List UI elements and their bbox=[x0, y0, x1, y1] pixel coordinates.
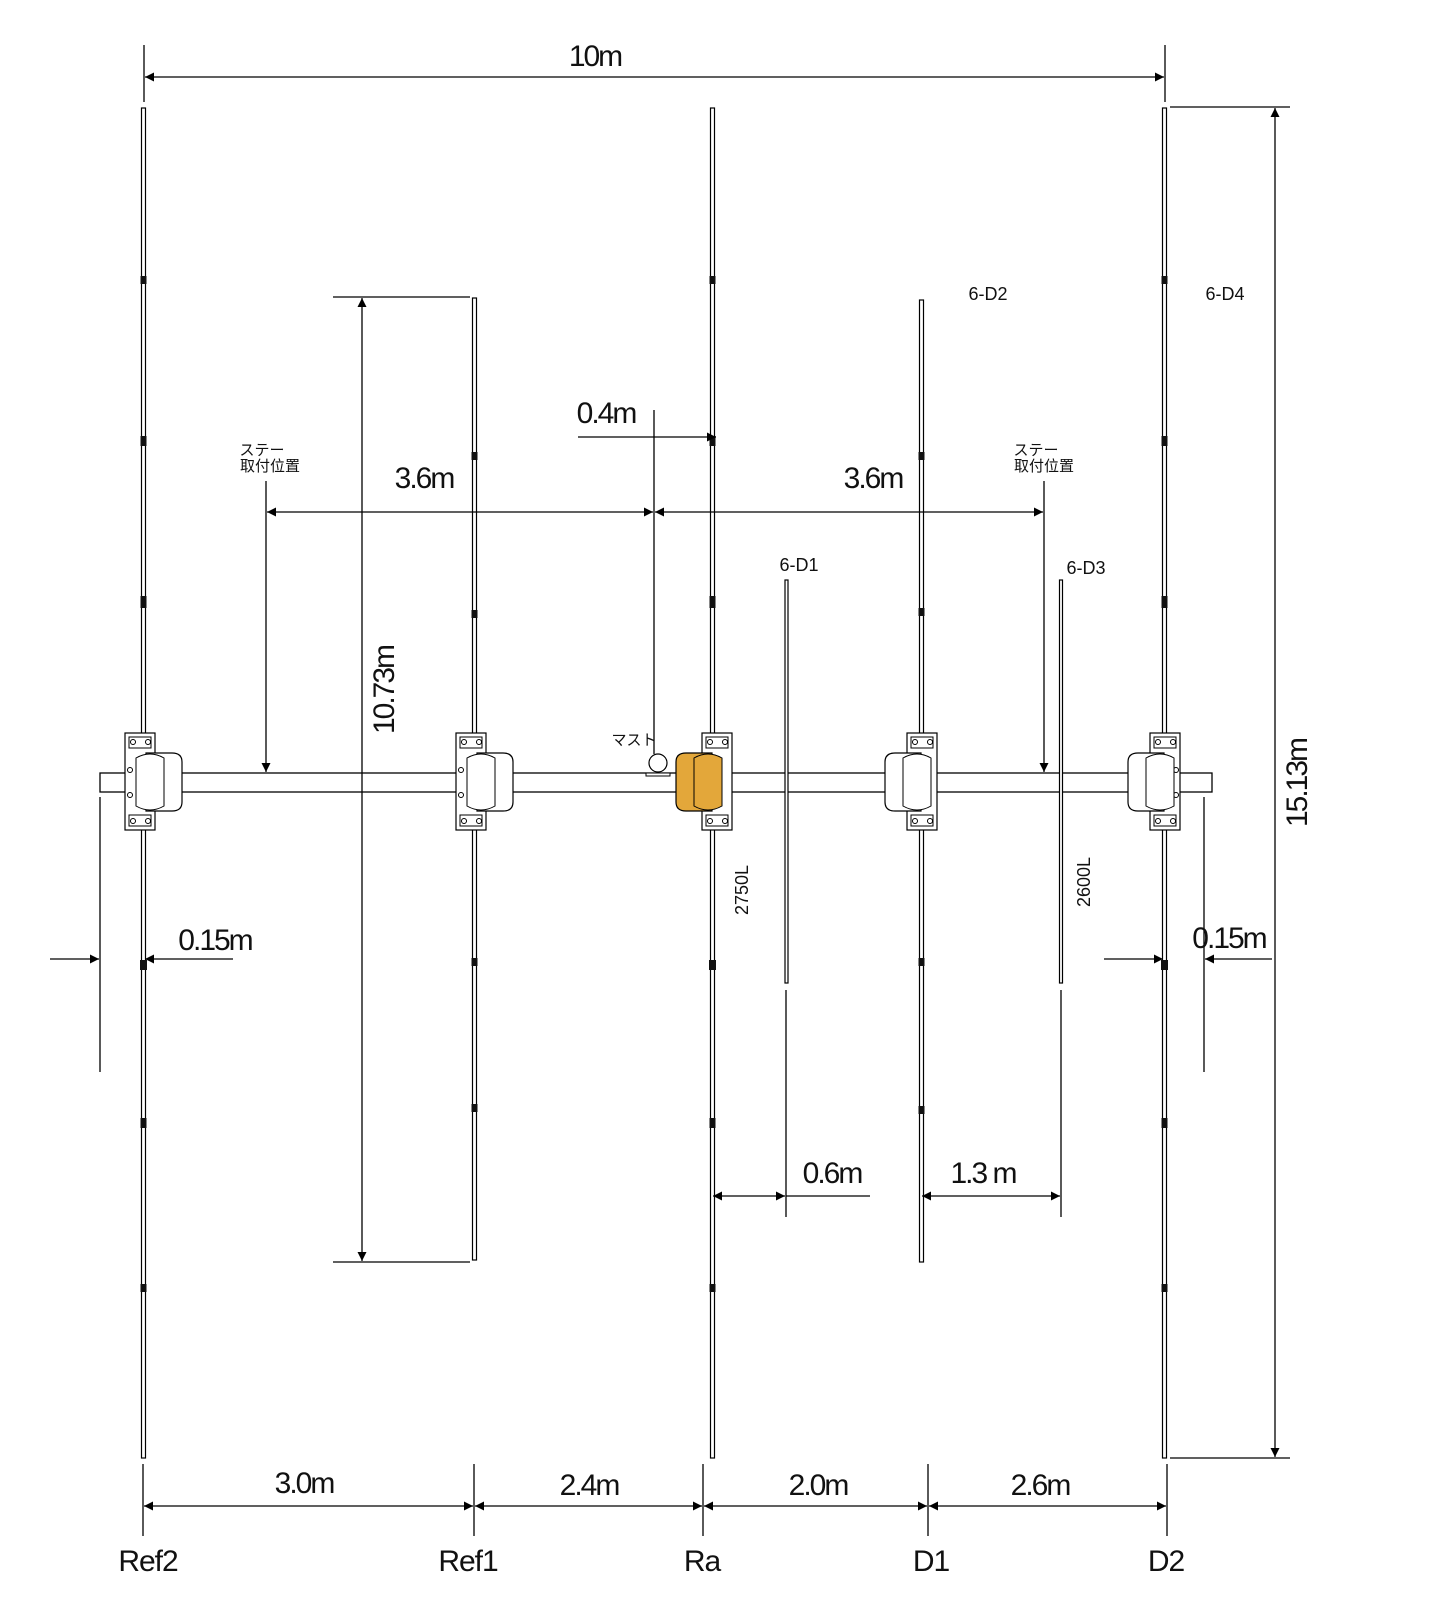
element-6-d3 bbox=[1058, 579, 1064, 984]
label-d1-offset: 0.6m bbox=[803, 1157, 863, 1190]
label-6-d2: 6-D2 bbox=[968, 284, 1007, 304]
label-length-2750: 2750L bbox=[732, 865, 752, 915]
label-element-d2: D2 bbox=[1148, 1545, 1185, 1578]
label-mast: マスト bbox=[611, 732, 656, 749]
bracket-ra bbox=[675, 732, 733, 831]
label-stay-right-line2: 取付位置 bbox=[1014, 458, 1074, 475]
label-stay-right: 3.6m bbox=[844, 462, 904, 495]
label-6-d3: 6-D3 bbox=[1066, 558, 1105, 578]
label-mast-offset: 0.4m bbox=[577, 397, 637, 430]
mast-symbol bbox=[645, 753, 671, 777]
label-boom-end-left: 0.15m bbox=[178, 924, 252, 957]
label-element-ref2: Ref2 bbox=[118, 1545, 178, 1578]
label-total-length: 10m bbox=[569, 40, 622, 73]
bracket-d2 bbox=[1127, 732, 1181, 831]
label-boom-end-right: 0.15m bbox=[1192, 922, 1266, 955]
label-6-d1: 6-D1 bbox=[779, 555, 818, 575]
label-ref1-ra: 2.4m bbox=[560, 1469, 620, 1502]
bracket-ref2 bbox=[124, 732, 183, 831]
label-element-ref1: Ref1 bbox=[438, 1545, 498, 1578]
label-stay-left: 3.6m bbox=[395, 462, 455, 495]
label-ref1-element: 10.73m bbox=[368, 645, 401, 734]
label-element-ra: Ra bbox=[684, 1545, 722, 1578]
label-ra-d1: 2.0m bbox=[789, 1469, 849, 1502]
label-d3-offset: 1.3 m bbox=[950, 1157, 1016, 1190]
label-long-element: 15.13m bbox=[1281, 738, 1314, 827]
bracket-ref1 bbox=[455, 732, 514, 831]
label-stay-right-line1: ステー bbox=[1013, 442, 1058, 459]
element-6-d1 bbox=[784, 579, 789, 984]
label-element-d1: D1 bbox=[913, 1545, 950, 1578]
label-stay-left-line2: 取付位置 bbox=[240, 458, 300, 475]
label-6-d4: 6-D4 bbox=[1205, 284, 1244, 304]
label-d1-d2: 2.6m bbox=[1011, 1469, 1071, 1502]
label-ref2-ref1: 3.0m bbox=[275, 1467, 335, 1500]
bracket-d1 bbox=[884, 732, 938, 831]
label-stay-left-line1: ステー bbox=[239, 442, 284, 459]
label-length-2600: 2600L bbox=[1074, 857, 1094, 907]
